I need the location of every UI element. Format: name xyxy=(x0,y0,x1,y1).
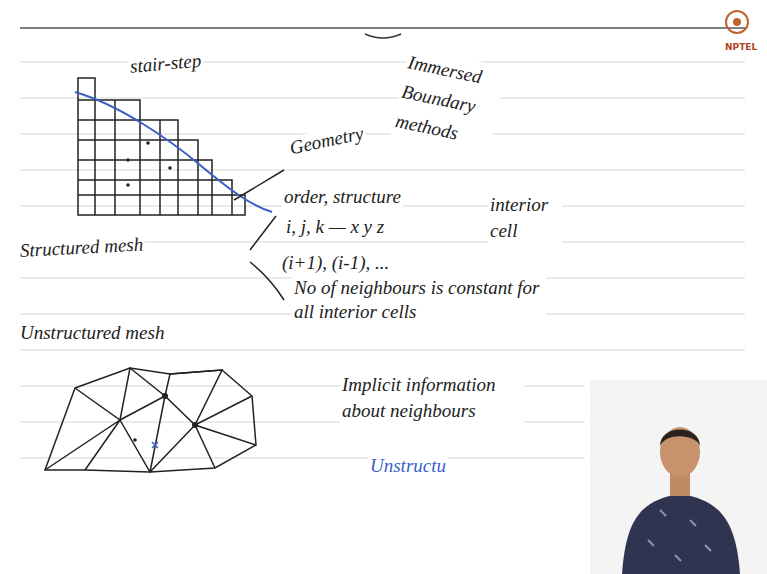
mesh-boundary xyxy=(45,368,256,472)
nptel-logo xyxy=(726,11,748,33)
page-rule xyxy=(20,98,745,99)
cell-dot xyxy=(168,166,172,170)
presenter-shirt xyxy=(622,494,740,574)
nptel-logo-center xyxy=(733,18,741,26)
bracket-line xyxy=(250,216,276,250)
page-rule xyxy=(20,27,745,29)
stair-step-grid xyxy=(78,78,245,215)
page-rule xyxy=(20,134,745,135)
inset-ground xyxy=(590,380,767,574)
page-rule xyxy=(20,350,745,351)
handwritten-note: NPTEL xyxy=(723,36,759,58)
handwritten-note: Immersed Boundary methods xyxy=(391,47,507,156)
mesh-edges xyxy=(45,368,256,472)
cell-dot xyxy=(133,438,137,442)
handwritten-note: (i+1), (i-1), ... xyxy=(280,252,391,274)
cell-dots xyxy=(126,141,172,187)
grid-lines xyxy=(78,100,232,195)
cell-dot xyxy=(126,158,130,162)
presenter-head xyxy=(660,427,700,477)
handwritten-note: Geometry xyxy=(286,122,368,160)
cell-dot xyxy=(146,141,150,145)
presenter-hair xyxy=(660,430,700,447)
cell-dot xyxy=(126,183,130,187)
presenter-inset xyxy=(590,380,767,574)
mesh-node xyxy=(192,422,198,428)
bracket-line xyxy=(250,262,284,300)
mesh-node xyxy=(162,393,168,399)
triangle-mesh xyxy=(45,368,256,472)
handwritten-note: Implicit information about neighbours xyxy=(340,372,524,424)
leader-line xyxy=(234,170,284,200)
handwritten-note: No of neighbours is constant for all int… xyxy=(292,276,546,324)
page-rule xyxy=(20,170,745,171)
handwritten-note: i, j, k — x y z xyxy=(284,216,386,238)
top-mark xyxy=(365,34,401,38)
grid-lines xyxy=(95,100,232,215)
cell-cross xyxy=(152,442,158,448)
handwritten-note: Unstructured mesh xyxy=(18,322,166,344)
handwritten-note: stair-step xyxy=(127,49,204,77)
handwritten-note: Structured mesh xyxy=(17,233,145,262)
handwritten-note: order, structure xyxy=(282,186,403,208)
handwritten-note: interior cell xyxy=(488,192,562,244)
shirt-pattern xyxy=(648,510,711,561)
page-rule xyxy=(20,458,585,459)
handwritten-note: Unstructu xyxy=(368,455,448,477)
geometry-curve xyxy=(75,92,272,212)
stair-outline xyxy=(78,78,245,215)
